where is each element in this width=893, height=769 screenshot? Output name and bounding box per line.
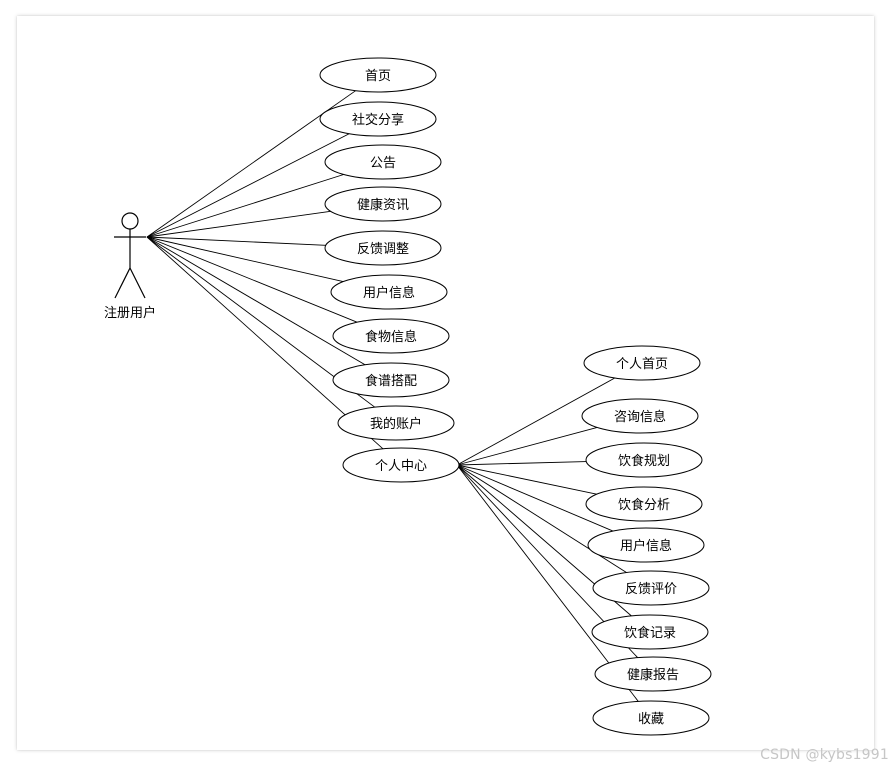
actor-head	[121, 212, 139, 230]
use-case-nodes: 首页社交分享公告健康资讯反馈调整用户信息食物信息食谱搭配我的账户个人中心个人首页…	[319, 57, 712, 736]
personal-center-item-5: 用户信息	[587, 527, 705, 563]
actor-label: 注册用户	[104, 305, 156, 321]
use-case-ellipse	[319, 101, 437, 137]
use-case-ellipse	[591, 614, 709, 650]
personal-center-item-3: 饮食规划	[585, 442, 703, 478]
use-case-ellipse	[332, 362, 450, 398]
use-case-label: 首页	[365, 69, 391, 84]
association-line	[146, 236, 344, 283]
use-case-label: 饮食记录	[624, 625, 676, 641]
use-case-label: 收藏	[638, 712, 664, 727]
use-case-4: 健康资讯	[324, 186, 442, 222]
association-lines	[146, 90, 639, 702]
use-case-5: 反馈调整	[324, 230, 442, 266]
personal-center-item-8: 健康报告	[594, 656, 712, 692]
use-case-label: 饮食规划	[618, 453, 670, 469]
personal-center-item-6: 反馈评价	[592, 570, 710, 606]
use-case-label: 食谱搭配	[365, 373, 417, 389]
watermark: CSDN @kybs1991	[760, 747, 889, 763]
include-line	[456, 464, 614, 532]
use-case-label: 咨询信息	[614, 409, 666, 425]
use-case-ellipse	[319, 57, 437, 93]
use-case-label: 食物信息	[365, 329, 417, 345]
use-case-10: 个人中心	[342, 447, 460, 483]
use-case-label: 个人首页	[616, 357, 668, 372]
include-line	[456, 464, 597, 495]
personal-center-item-7: 饮食记录	[591, 614, 709, 650]
use-case-ellipse	[332, 318, 450, 354]
use-case-7: 食物信息	[332, 318, 450, 354]
use-case-1: 首页	[319, 57, 437, 93]
actor-left-leg	[114, 267, 131, 299]
use-case-ellipse	[324, 230, 442, 266]
use-case-6: 用户信息	[330, 274, 448, 310]
use-case-label: 反馈调整	[357, 242, 409, 257]
use-case-label: 饮食分析	[618, 497, 670, 513]
actor-registered-user: 注册用户	[104, 212, 156, 321]
include-line	[456, 464, 627, 573]
use-case-ellipse	[324, 186, 442, 222]
association-line	[146, 210, 331, 238]
use-case-ellipse	[587, 527, 705, 563]
use-case-label: 用户信息	[620, 538, 672, 554]
use-case-ellipse	[585, 442, 703, 478]
use-case-ellipse	[342, 447, 460, 483]
use-case-ellipse	[592, 700, 710, 736]
use-case-label: 公告	[370, 156, 396, 171]
use-case-ellipse	[594, 656, 712, 692]
use-case-label: 社交分享	[352, 112, 404, 128]
use-case-ellipse	[585, 486, 703, 522]
association-line	[146, 236, 326, 246]
use-case-ellipse	[583, 345, 701, 381]
use-case-label: 健康报告	[627, 667, 679, 683]
include-line	[456, 427, 598, 466]
use-case-ellipse	[337, 405, 455, 441]
use-case-label: 健康资讯	[357, 197, 409, 213]
use-case-9: 我的账户	[337, 405, 455, 441]
use-case-label: 反馈评价	[625, 582, 677, 597]
personal-center-item-9: 收藏	[592, 700, 710, 736]
include-line	[456, 464, 639, 702]
association-line	[146, 174, 344, 238]
association-line	[146, 236, 384, 450]
association-line	[146, 133, 350, 238]
personal-center-item-2: 咨询信息	[581, 398, 699, 434]
association-line	[146, 236, 358, 323]
include-line	[456, 461, 587, 466]
personal-center-item-4: 饮食分析	[585, 486, 703, 522]
use-case-label: 用户信息	[363, 285, 415, 301]
use-case-ellipse	[592, 570, 710, 606]
use-case-ellipse	[324, 144, 442, 180]
use-case-ellipse	[330, 274, 448, 310]
use-case-2: 社交分享	[319, 101, 437, 137]
use-case-3: 公告	[324, 144, 442, 180]
use-case-8: 食谱搭配	[332, 362, 450, 398]
use-case-ellipse	[581, 398, 699, 434]
use-case-label: 我的账户	[370, 416, 422, 432]
include-line	[456, 377, 615, 466]
use-case-label: 个人中心	[375, 459, 427, 474]
association-line	[146, 236, 366, 366]
actor-right-leg	[129, 267, 146, 299]
personal-center-item-1: 个人首页	[583, 345, 701, 381]
